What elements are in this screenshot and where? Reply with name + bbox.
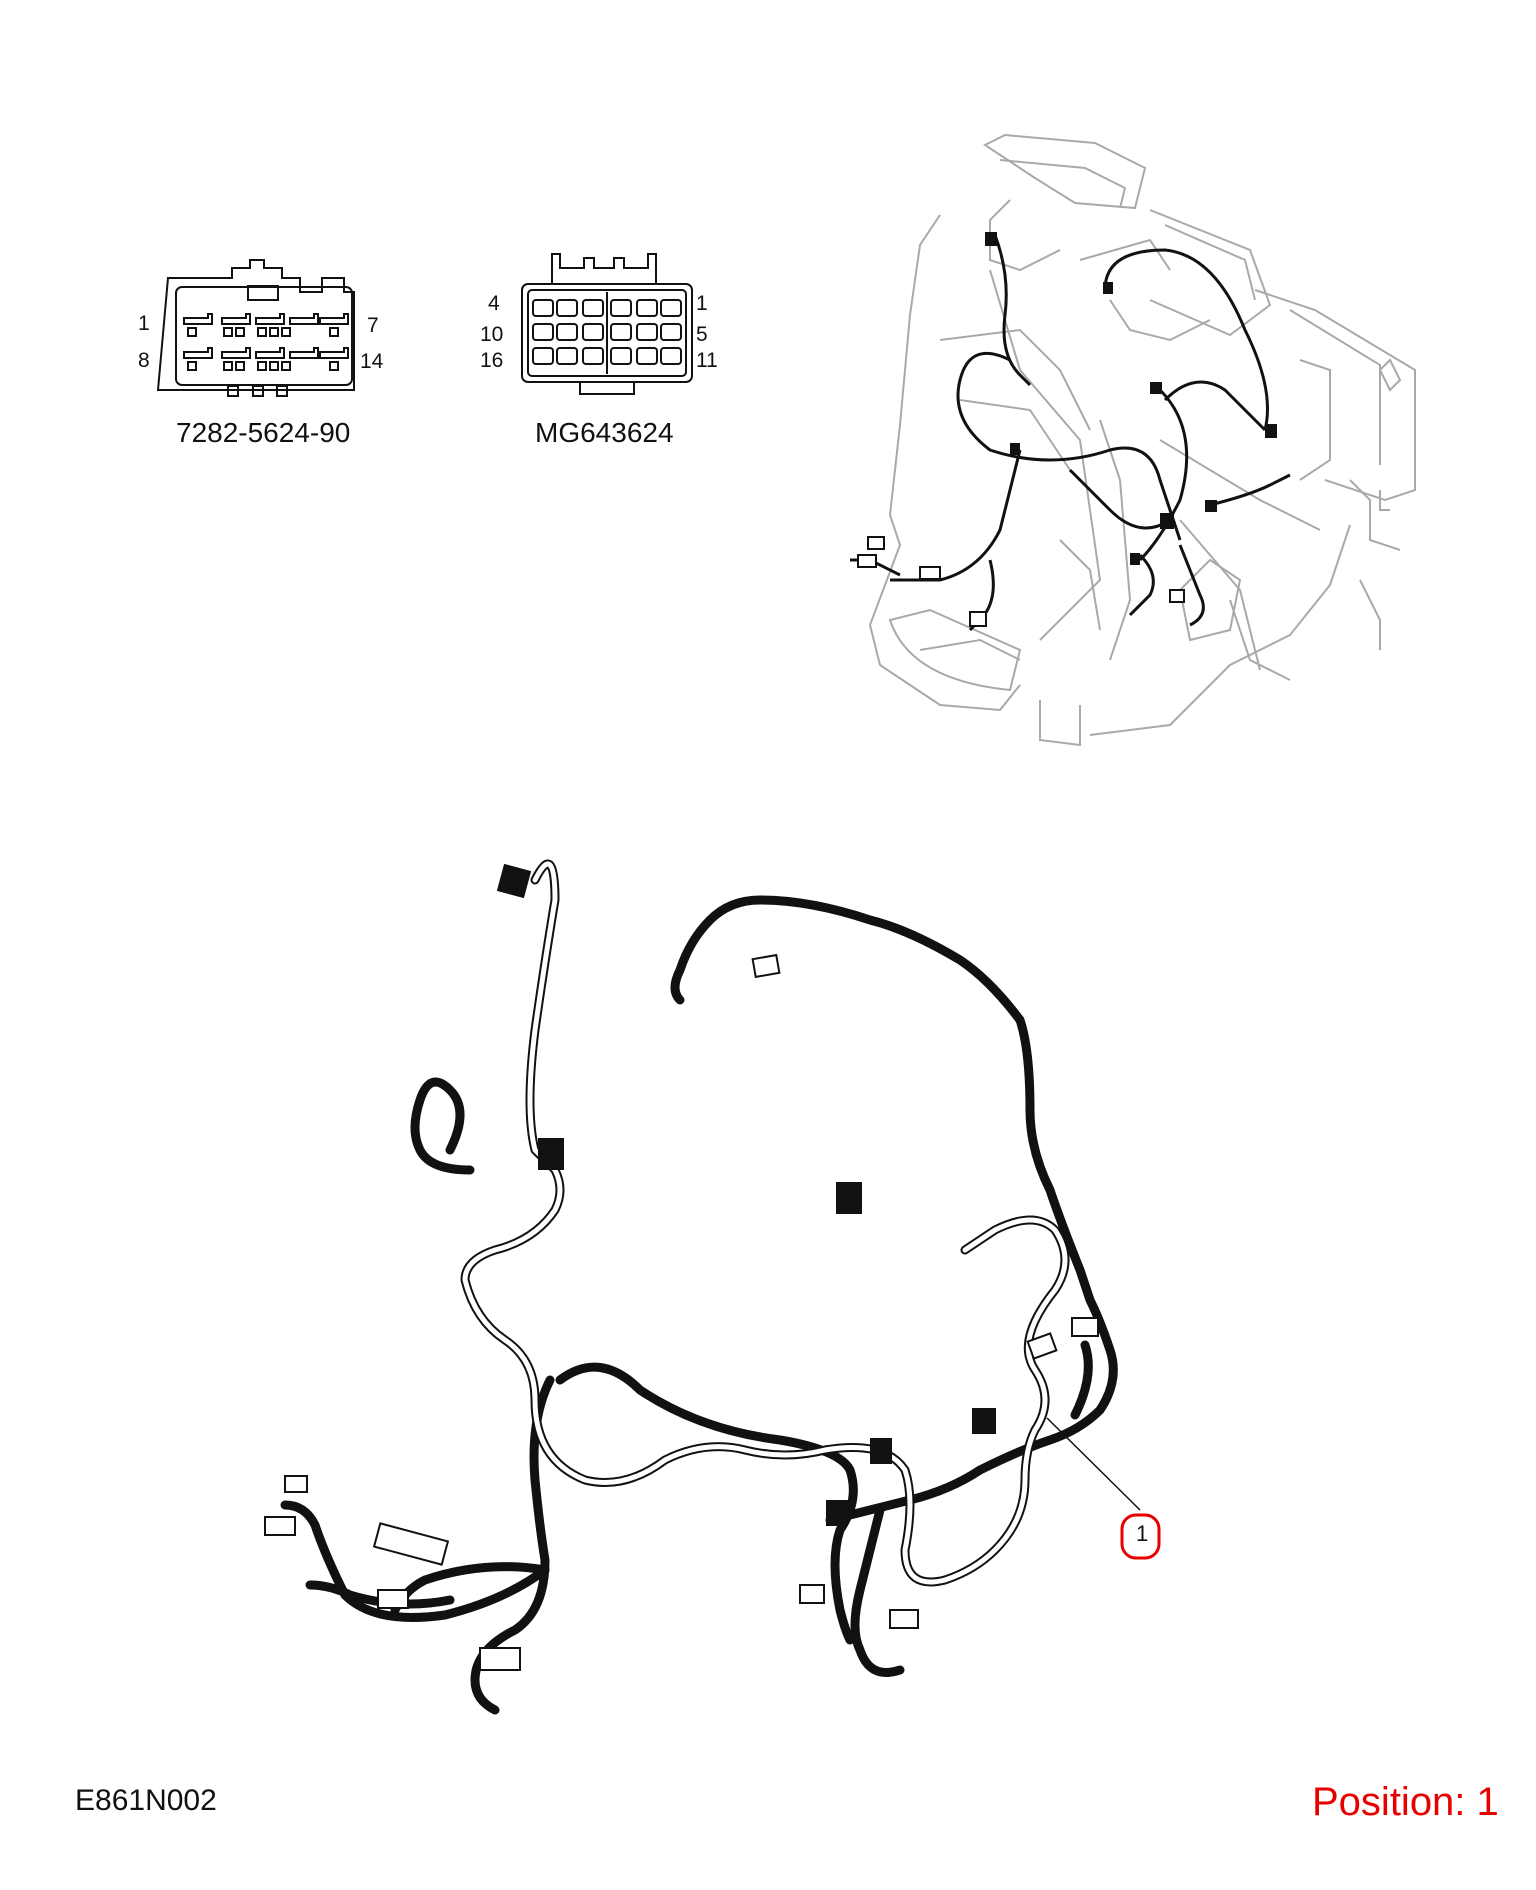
connector-part-number: 7282-5624-90 (176, 417, 351, 448)
connector-part-number: MG643624 (535, 417, 674, 448)
pin-label-bottom-right: 14 (360, 350, 384, 373)
pin-label-bottom-right: 11 (696, 349, 718, 372)
pin-label-mid-right: 5 (696, 323, 708, 346)
pin-label-top-right: 1 (696, 292, 708, 315)
position-label: Position: 1 (1312, 1780, 1499, 1824)
pin-label-bottom-left: 8 (138, 349, 150, 372)
pin-label-mid-left: 10 (480, 323, 504, 346)
callout-number: 1 (1136, 1521, 1149, 1546)
pin-label-bottom-left: 16 (480, 349, 504, 372)
pin-label-top-left: 4 (488, 292, 500, 315)
drawing-code: E861N002 (75, 1784, 217, 1817)
pin-label-top-right: 7 (367, 314, 379, 337)
pin-label-top-left: 1 (138, 312, 150, 335)
